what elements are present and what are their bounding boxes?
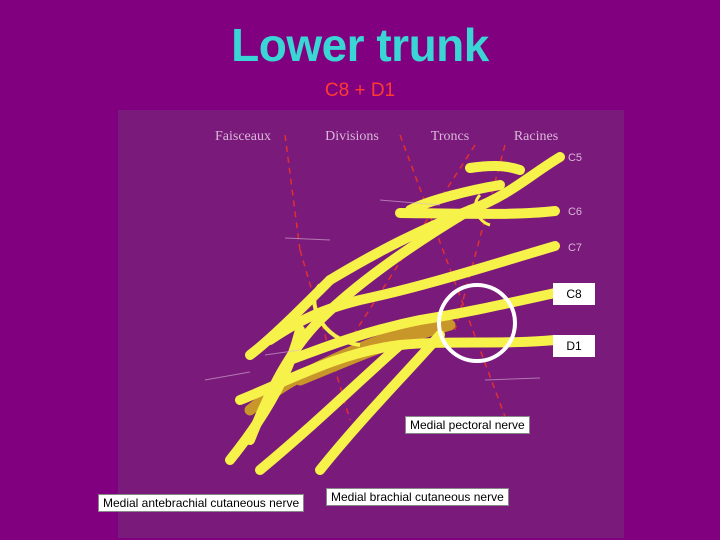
label-medial-pectoral-nerve: Medial pectoral nerve bbox=[405, 416, 530, 434]
root-label-c7: C7 bbox=[568, 242, 582, 254]
nerve-hook bbox=[474, 193, 491, 227]
header-racines: Racines bbox=[514, 129, 558, 144]
root-label-c8: C8 bbox=[553, 283, 595, 305]
slide-title: Lower trunk bbox=[231, 19, 489, 71]
header-divisions: Divisions bbox=[325, 129, 379, 144]
label-medial-antebrachial-cutaneous-nerve: Medial antebrachial cutaneous nerve bbox=[98, 494, 305, 512]
diagram-panel bbox=[118, 110, 624, 538]
header-troncs: Troncs bbox=[431, 129, 469, 144]
label-medial-brachial-cutaneous-nerve: Medial brachial cutaneous nerve bbox=[326, 488, 509, 506]
leader-lines bbox=[204, 199, 541, 381]
lower-trunk-highlight-circle bbox=[437, 283, 517, 363]
slide-subtitle: C8 + D1 bbox=[324, 80, 396, 101]
root-label-c5: C5 bbox=[568, 152, 582, 164]
root-label-c6: C6 bbox=[568, 206, 582, 218]
header-faisceaux: Faisceaux bbox=[215, 129, 271, 144]
root-label-d1: D1 bbox=[553, 335, 595, 357]
nerve-loop bbox=[312, 283, 361, 347]
nerve-branches bbox=[225, 152, 565, 475]
